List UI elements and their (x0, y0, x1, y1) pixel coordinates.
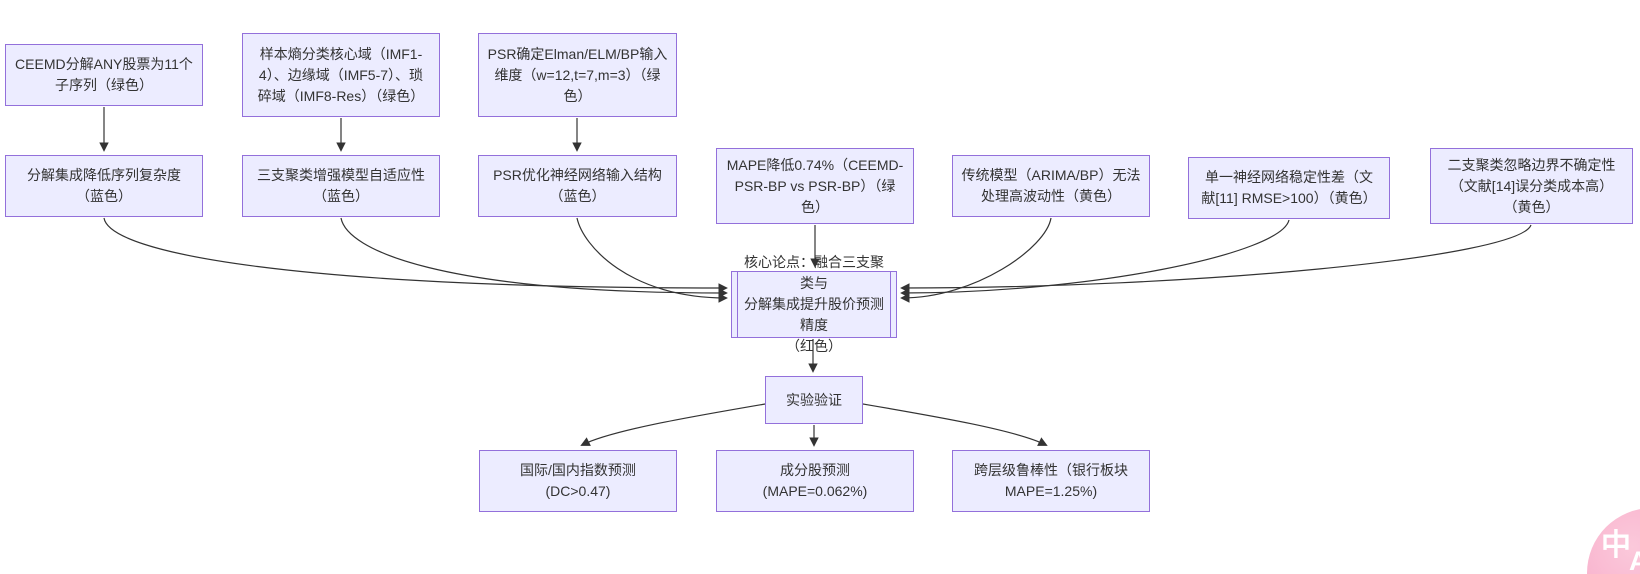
edge-psr-to-core (576, 217, 728, 303)
node-single-nn-limitation: 单一神经网络稳定性差（文 献[11] RMSE>100）（黄色） (1188, 157, 1390, 219)
translate-badge[interactable]: 中 A (1587, 508, 1640, 574)
node-cross-level-robustness: 跨层级鲁棒性（银行板块 MAPE=1.25%) (952, 450, 1150, 512)
edge-decomp-to-core (103, 217, 728, 293)
edge-experiment-to-index (580, 403, 766, 446)
edge-singlenn-to-core (900, 219, 1290, 298)
node-two-way-limitation: 二支聚类忽略边界不确定性 （文献[14]误分类成本高） （黄色） (1430, 148, 1633, 224)
node-index-prediction: 国际/国内指数预测 (DC>0.47) (479, 450, 677, 512)
edge-experiment-to-robust (862, 403, 1048, 446)
translate-en-icon: A (1629, 546, 1640, 574)
edge-twoway-to-core (900, 224, 1532, 293)
node-decomposition-benefit: 分解集成降低序列复杂度 （蓝色） (5, 155, 203, 217)
edge-traditional-to-core (900, 217, 1052, 303)
node-traditional-limitation: 传统模型（ARIMA/BP）无法 处理高波动性（黄色） (952, 155, 1150, 217)
node-experiment-validation: 实验验证 (765, 376, 863, 424)
node-ceemd-decompose: CEEMD分解ANY股票为11个 子序列（绿色） (5, 44, 203, 106)
node-component-stock: 成分股预测 (MAPE=0.062%) (716, 450, 914, 512)
node-three-way-benefit: 三支聚类增强模型自适应性 （蓝色） (242, 155, 440, 217)
edge-threeway-to-core (340, 217, 728, 298)
node-psr-benefit: PSR优化神经网络输入结构 （蓝色） (478, 155, 677, 217)
translate-cn-icon: 中 (1601, 529, 1631, 562)
node-sample-entropy: 样本熵分类核心域（IMF1- 4）、边缘域（IMF5-7）、琐 碎域（IMF8-… (242, 33, 440, 117)
node-mape-reduction: MAPE降低0.74%（CEEMD- PSR-BP vs PSR-BP）（绿 色… (716, 148, 914, 224)
node-core-thesis: 核心论点：融合三支聚类与 分解集成提升股价预测精度 （红色） (731, 254, 897, 354)
node-psr-dimension: PSR确定Elman/ELM/BP输入 维度（w=12,t=7,m=3）（绿 色… (478, 33, 677, 117)
